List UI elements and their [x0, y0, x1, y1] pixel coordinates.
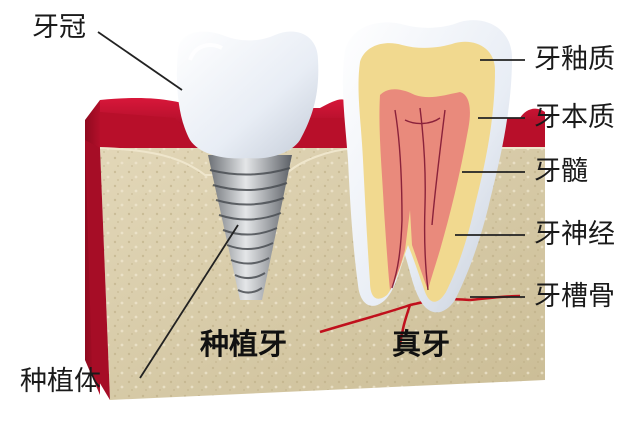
label-enamel: 牙釉质 [534, 46, 615, 73]
label-dentin: 牙本质 [534, 104, 615, 131]
label-implant-body: 种植体 [20, 368, 101, 395]
label-pulp: 牙髓 [534, 158, 588, 185]
label-nerve: 牙神经 [534, 221, 615, 248]
label-alveolar-bone: 牙槽骨 [534, 283, 615, 310]
label-crown: 牙冠 [32, 14, 86, 41]
label-implant-tooth: 种植牙 [200, 330, 287, 359]
label-natural-tooth: 真牙 [392, 330, 450, 359]
implant-crown [177, 31, 318, 158]
